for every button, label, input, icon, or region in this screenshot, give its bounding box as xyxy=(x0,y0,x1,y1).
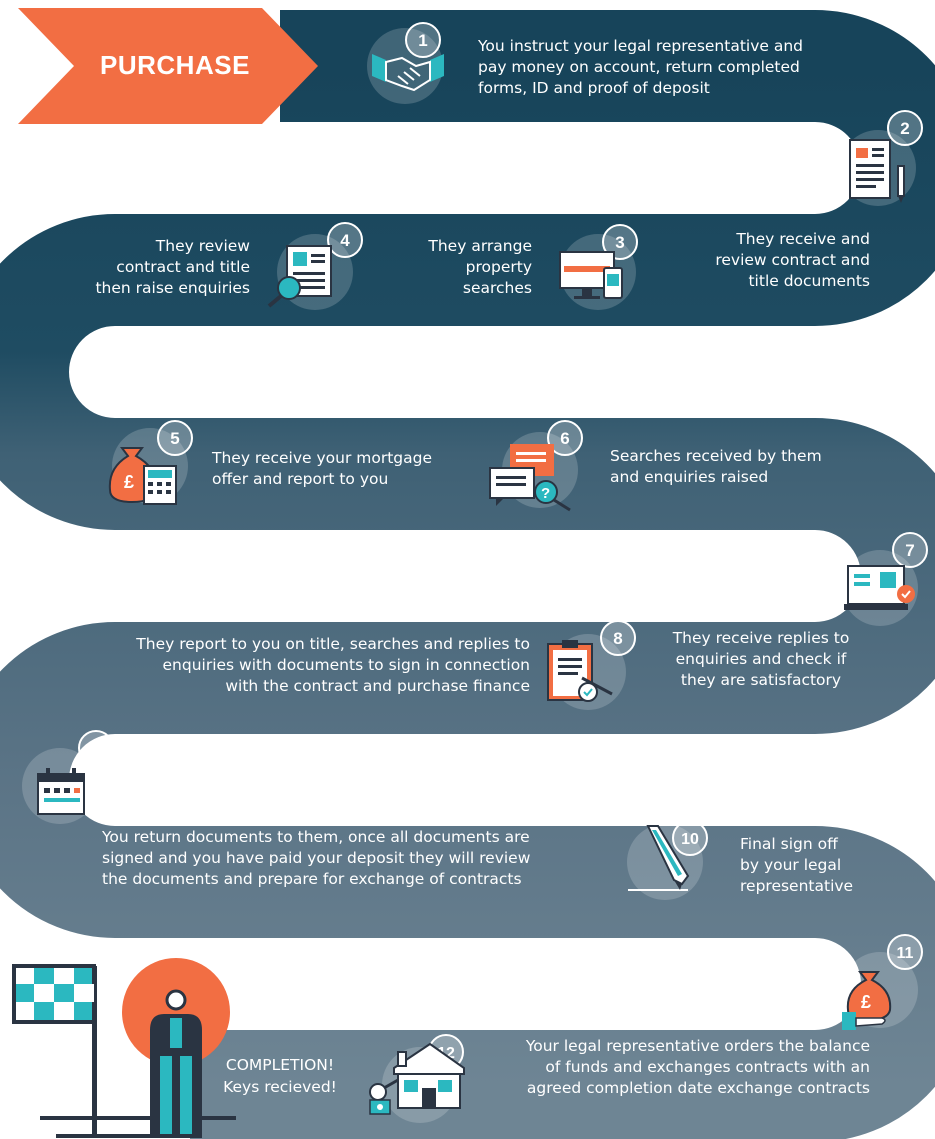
person-celebrating-icon xyxy=(40,958,236,1138)
step-5-line: offer and report to you xyxy=(212,470,389,488)
step-7-line: enquiries and check if xyxy=(675,650,847,668)
step-10-line: by your legal xyxy=(740,856,842,874)
step-10-line: Final sign off xyxy=(740,835,838,853)
calendar-icon xyxy=(37,768,85,815)
step-7-text: They receive replies to enquiries and ch… xyxy=(652,628,870,691)
finish-flag-icon xyxy=(12,964,97,1138)
step-6-line: Searches received by them xyxy=(610,447,822,465)
step-2-line: They receive and xyxy=(736,230,870,248)
completion-line: COMPLETION! xyxy=(225,1056,335,1074)
step-number-badge xyxy=(157,420,193,456)
step-number: 9 xyxy=(91,739,100,758)
step-9-line: signed and you have paid your deposit th… xyxy=(102,849,531,867)
step-12-line: Your legal representative orders the bal… xyxy=(525,1037,870,1055)
svg-text:?: ? xyxy=(541,485,550,502)
clipboard-pen-icon xyxy=(547,640,613,702)
step-3-line: searches xyxy=(462,279,532,297)
step-4-line: then raise enquiries xyxy=(95,279,250,297)
step-number: 10 xyxy=(681,831,699,848)
purchase-banner xyxy=(18,8,318,124)
step-3-text: They arrange property searches xyxy=(400,236,532,299)
step-7-line: they are satisfactory xyxy=(680,671,842,689)
step-numbers: 1 2 3 4 5 6 7 8 9 10 11 12 xyxy=(91,31,914,1062)
step-number-badge xyxy=(78,730,114,766)
step-8-line: with the contract and purchase finance xyxy=(225,677,530,695)
step-number-badge xyxy=(602,224,638,260)
step-8-line: They report to you on title, searches an… xyxy=(136,635,530,653)
step-number-badge xyxy=(892,532,928,568)
step-6-text: Searches received by them and enquiries … xyxy=(610,446,870,488)
step-2-line: title documents xyxy=(748,272,870,290)
step-8-text: They report to you on title, searches an… xyxy=(60,634,530,697)
step-5-line: They receive your mortgage xyxy=(212,449,433,467)
step-3-line: They arrange xyxy=(428,237,532,255)
step-10-text: Final sign off by your legal representat… xyxy=(740,834,880,897)
step-3-line: property xyxy=(465,258,532,276)
step-number: 4 xyxy=(340,231,350,250)
laptop-check-icon xyxy=(844,565,915,610)
step-2-line: review contract and xyxy=(715,251,870,269)
step-9-line: You return documents to them, once all d… xyxy=(102,828,530,846)
document-pencil-icon xyxy=(849,139,905,203)
step-badge-bg xyxy=(367,28,443,104)
house-keys-icon xyxy=(369,1042,465,1115)
step-number-badge xyxy=(547,420,583,456)
step-number-badge xyxy=(600,620,636,656)
step-badges xyxy=(22,22,928,1123)
chat-question-icon: ? xyxy=(489,444,571,512)
step-number-badge xyxy=(327,222,363,258)
step-number: 11 xyxy=(897,945,914,962)
step-8-line: enquiries with documents to sign in conn… xyxy=(162,656,530,674)
step-9-line: the documents and prepare for exchange o… xyxy=(102,870,522,888)
step-number-badge xyxy=(887,110,923,146)
svg-text:£: £ xyxy=(124,472,134,492)
serpentine-road xyxy=(0,10,935,1139)
pen-sign-icon xyxy=(628,825,690,891)
step-1-line: forms, ID and proof of deposit xyxy=(478,79,710,97)
money-bag-calculator-icon: £ xyxy=(108,447,177,505)
step-4-line: contract and title xyxy=(116,258,250,276)
step-6-line: and enquiries raised xyxy=(610,468,769,486)
step-4-line: They review xyxy=(155,237,250,255)
completion-text: COMPLETION! Keys recieved! xyxy=(220,1054,340,1098)
step-number-badge xyxy=(672,820,708,856)
step-number: 7 xyxy=(905,541,914,560)
document-magnifier-icon xyxy=(267,245,332,308)
computer-devices-icon xyxy=(559,251,623,299)
step-1-text: You instruct your legal representative a… xyxy=(478,36,878,99)
step-number: 8 xyxy=(613,629,622,648)
step-10-line: representative xyxy=(740,877,854,895)
step-number: 1 xyxy=(418,31,427,50)
step-12-text: Your legal representative orders the bal… xyxy=(482,1036,870,1099)
banner-title: PURCHASE xyxy=(100,50,250,80)
step-12-line: agreed completion date exchange contract… xyxy=(526,1079,870,1097)
step-1-line: pay money on account, return completed xyxy=(478,58,800,76)
step-12-line: of funds and exchanges contracts with an xyxy=(545,1058,870,1076)
step-number: 5 xyxy=(170,429,179,448)
handshake-icon xyxy=(372,54,444,92)
step-7-line: They receive replies to xyxy=(672,629,850,647)
step-1-line: You instruct your legal representative a… xyxy=(478,37,804,55)
step-number-badge xyxy=(405,22,441,58)
step-number: 6 xyxy=(560,429,569,448)
step-number: 2 xyxy=(900,119,909,138)
hand-money-bag-icon: £ xyxy=(842,971,892,1030)
step-5-text: They receive your mortgage offer and rep… xyxy=(212,448,482,490)
svg-text:£: £ xyxy=(861,992,871,1012)
step-9-text: You return documents to them, once all d… xyxy=(102,827,582,890)
step-number-badge xyxy=(887,934,923,970)
completion-line: Keys recieved! xyxy=(223,1078,337,1096)
step-4-text: They review contract and title then rais… xyxy=(60,236,250,299)
step-2-text: They receive and review contract and tit… xyxy=(660,229,870,292)
step-number: 3 xyxy=(615,233,624,252)
